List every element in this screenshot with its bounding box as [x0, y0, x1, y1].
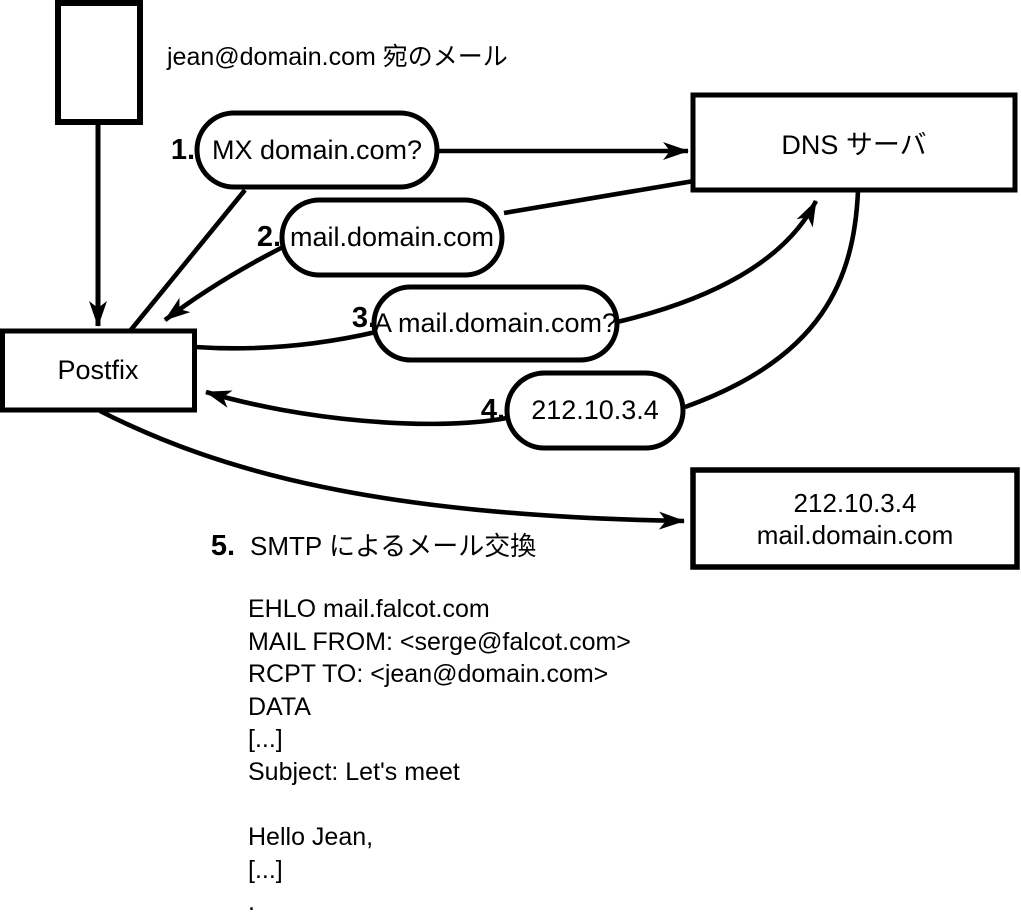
postfix-label: Postfix [57, 355, 139, 385]
mx-query-text: MX domain.com? [211, 134, 423, 165]
a-answer-text: 212.10.3.4 [531, 395, 659, 425]
step-5-number: 5. [210, 529, 235, 562]
dns-server-label: DNS サーバ [781, 130, 927, 160]
step-4-number: 4. [480, 393, 505, 426]
incoming-mail-note: jean@domain.com 宛のメール [167, 43, 508, 71]
arrow-postfix-to-mail-server [98, 408, 685, 530]
smtp-session-transcript: EHLO mail.falcot.com MAIL FROM: <serge@f… [248, 595, 631, 917]
bubble-a-answer [504, 370, 686, 451]
mail-server-hostname: mail.domain.com [756, 519, 954, 550]
mx-answer-text: mail.domain.com [289, 222, 495, 252]
step-1-number: 1. [170, 133, 195, 166]
smtp-exchange-label: SMTP によるメール交換 [250, 531, 537, 561]
a-query-text: A mail.domain.com? [373, 308, 618, 338]
line-postfix-to-mx-query [128, 188, 247, 333]
bubble-mx-answer [279, 197, 505, 278]
line-dns-to-mx-answer [503, 178, 695, 216]
line-postfix-to-a-query [194, 329, 377, 351]
mail-server-label: 212.10.3.4 mail.domain.com [693, 470, 1017, 567]
arrow-a-answer-to-postfix [205, 389, 508, 427]
arrow-mx-answer-to-postfix [163, 244, 285, 322]
line-dns-to-a-answer [684, 190, 861, 410]
mail-server-ip: 212.10.3.4 [793, 487, 917, 518]
step-3-number: 3. [351, 301, 376, 334]
arrow-a-query-to-dns [616, 199, 819, 325]
mail-server-box [690, 467, 1020, 570]
postfix-box [0, 328, 197, 413]
dns-server-box [690, 92, 1018, 193]
bubble-a-query [371, 284, 620, 363]
envelope-icon [55, 0, 143, 125]
step-2-number: 2. [256, 220, 281, 253]
